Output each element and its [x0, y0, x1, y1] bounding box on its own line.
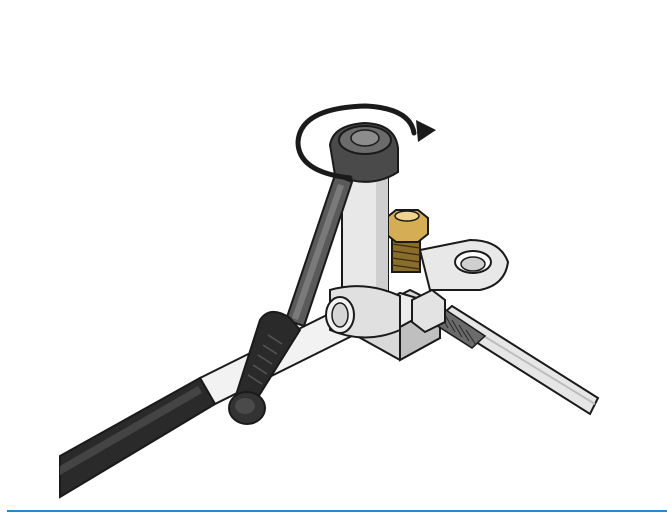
long-handle: [60, 306, 360, 497]
eyelet-bracket: [420, 240, 508, 290]
brass-fitting: [386, 210, 428, 272]
bottom-divider: [7, 510, 667, 512]
